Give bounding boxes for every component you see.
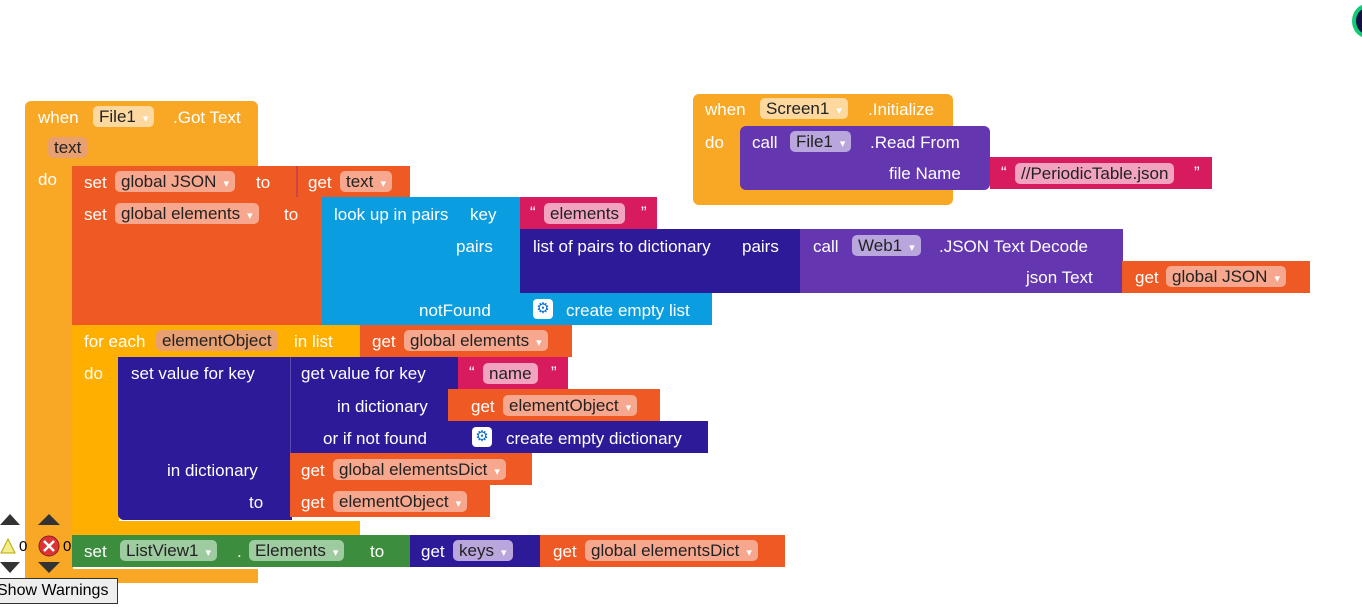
warning-icon <box>0 538 16 554</box>
when-label: when <box>38 108 79 127</box>
file1-read-from-block[interactable] <box>740 126 990 190</box>
not-found-label: or if not found <box>323 429 427 448</box>
trash-icon[interactable] <box>1352 4 1362 38</box>
do-label: do <box>705 133 724 152</box>
property-dropdown[interactable]: Elements <box>249 540 345 561</box>
var-dropdown[interactable]: global elementsDict <box>585 540 758 561</box>
in-dictionary-label: in dictionary <box>167 461 258 480</box>
component-dropdown[interactable]: Screen1 <box>760 98 848 119</box>
open-quote: “ <box>469 363 475 382</box>
set-label: set <box>84 173 107 192</box>
to-label: to <box>256 173 271 192</box>
event-name: .Got Text <box>173 108 241 127</box>
in-dictionary-label: in dictionary <box>337 397 428 416</box>
call-label: call <box>752 133 778 152</box>
call-label: call <box>813 237 839 256</box>
var-dropdown[interactable]: global elements <box>115 203 259 224</box>
key-label: key <box>470 205 497 224</box>
do-label: do <box>84 364 103 383</box>
string-value[interactable]: elements <box>544 203 625 224</box>
close-quote: ” <box>1194 163 1200 182</box>
get-label: get <box>471 397 495 416</box>
lookup-in-pairs-block[interactable] <box>322 197 522 325</box>
method-name: .Read From <box>870 133 960 152</box>
dot-label: . <box>237 542 242 561</box>
set-label: set <box>84 542 107 561</box>
event-body-left <box>25 160 73 583</box>
gear-icon[interactable]: ⚙ <box>533 299 553 319</box>
in-list-label: in list <box>294 332 333 351</box>
pairs-label: pairs <box>742 237 779 256</box>
pairs-label: pairs <box>456 237 493 256</box>
lookup-label: look up in pairs <box>334 205 449 224</box>
error-down-arrow[interactable] <box>38 562 60 573</box>
close-quote: ” <box>551 363 557 382</box>
param-text[interactable]: text <box>48 137 88 158</box>
create-empty-dictionary-block[interactable] <box>460 421 708 453</box>
component-dropdown[interactable]: Web1 <box>852 235 921 256</box>
json-text-label: json Text <box>1026 268 1093 287</box>
get-label: get <box>421 542 445 561</box>
component-dropdown[interactable]: ListView1 <box>120 540 218 561</box>
when-label: when <box>705 100 746 119</box>
set-label: set <box>84 205 107 224</box>
get-label: get <box>1135 268 1159 287</box>
for-each-body-left <box>72 355 119 537</box>
component-dropdown[interactable]: File1 <box>790 131 852 152</box>
var-dropdown[interactable]: global JSON <box>1166 266 1287 287</box>
keys-dropdown[interactable]: keys <box>453 540 513 561</box>
get-label: get <box>301 461 325 480</box>
string-value[interactable]: name <box>483 363 538 384</box>
for-each-bottom <box>72 521 360 536</box>
set-value-for-key-block[interactable] <box>118 357 292 520</box>
get-label: get <box>372 332 396 351</box>
do-label: do <box>38 170 57 189</box>
method-name: .JSON Text Decode <box>939 237 1088 256</box>
warning-down-arrow[interactable] <box>0 562 20 573</box>
to-label: to <box>370 542 385 561</box>
empty-list-label: create empty list <box>566 301 690 320</box>
to-label: to <box>249 493 264 512</box>
error-count: 0 <box>63 538 72 555</box>
get-value-for-key-block[interactable] <box>290 357 460 453</box>
notfound-label: notFound <box>419 301 491 320</box>
to-label: to <box>284 205 299 224</box>
show-warnings-label: Show Warnings <box>0 582 109 599</box>
error-up-arrow[interactable] <box>38 514 60 525</box>
file-name-label: file Name <box>889 164 961 183</box>
get-value-label: get value for key <box>301 364 426 383</box>
error-icon <box>38 535 60 557</box>
list-of-pairs-to-dictionary-block[interactable] <box>520 229 802 293</box>
for-each-label: for each <box>84 332 146 351</box>
open-quote: “ <box>1001 163 1007 182</box>
var-dropdown[interactable]: global elementsDict <box>333 459 506 480</box>
empty-dict-label: create empty dictionary <box>506 429 682 448</box>
item-param[interactable]: elementObject <box>156 330 278 351</box>
var-dropdown[interactable]: elementObject <box>333 491 468 512</box>
get-label: get <box>308 173 332 192</box>
get-label: get <box>553 542 577 561</box>
var-dropdown[interactable]: elementObject <box>503 395 638 416</box>
pairs-to-dict-label: list of pairs to dictionary <box>533 237 711 256</box>
close-quote: ” <box>641 203 647 222</box>
var-dropdown[interactable]: global JSON <box>115 171 236 192</box>
event-name: .Initialize <box>868 100 935 119</box>
warning-up-arrow[interactable] <box>0 514 20 525</box>
warning-count: 0 <box>19 538 28 555</box>
var-dropdown[interactable]: text <box>340 171 392 192</box>
get-label: get <box>301 493 325 512</box>
show-warnings-button[interactable]: Show Warnings <box>0 578 118 604</box>
string-value[interactable]: //PeriodicTable.json <box>1015 163 1175 184</box>
gear-icon[interactable]: ⚙ <box>472 427 492 447</box>
open-quote: “ <box>530 203 536 222</box>
var-dropdown[interactable]: global elements <box>404 330 548 351</box>
component-dropdown[interactable]: File1 <box>93 106 155 127</box>
set-value-label: set value for key <box>131 364 255 383</box>
